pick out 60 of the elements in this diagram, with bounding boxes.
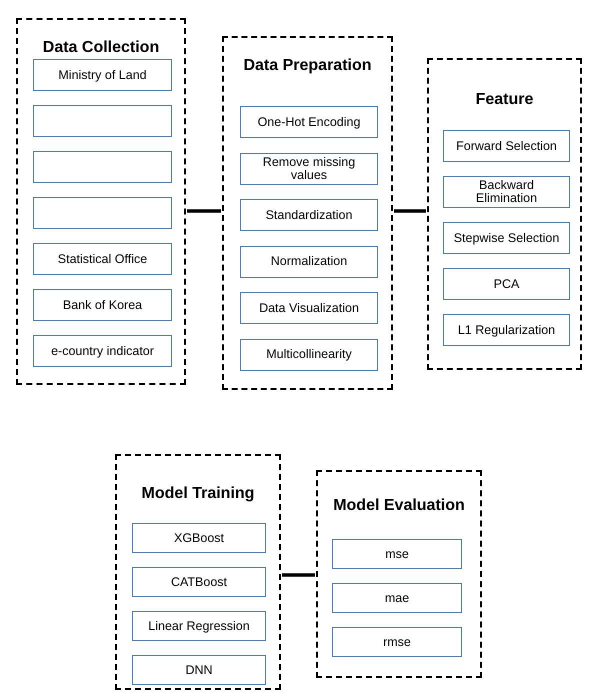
item-box	[132, 523, 266, 553]
item-box	[33, 105, 172, 137]
dashed-group-box	[427, 58, 582, 370]
item-box	[240, 338, 378, 370]
group-title: Feature	[474, 90, 534, 110]
item-box	[332, 627, 462, 657]
item-box	[443, 268, 570, 300]
item-label: Standardization	[266, 208, 352, 222]
item-label: mae	[384, 592, 410, 604]
item-label: Stepwise Selection	[454, 232, 560, 244]
item-box	[33, 197, 172, 229]
item-box	[240, 246, 378, 278]
item-box	[33, 289, 172, 321]
group-title: Data Preparation	[242, 56, 373, 76]
connector-line	[187, 209, 221, 213]
item-box	[443, 176, 570, 208]
item-label: Bank of Korea	[62, 298, 142, 312]
item-box	[132, 611, 266, 641]
item-label: Remove missing values	[262, 156, 356, 182]
item-label: mse	[385, 548, 409, 560]
item-box	[132, 655, 266, 685]
item-box	[33, 243, 172, 275]
item-label: One-Hot Encoding	[258, 116, 360, 128]
item-label: Linear Regression	[148, 620, 250, 632]
item-label: Ministry of Land	[58, 68, 147, 82]
dashed-group-box	[16, 18, 186, 385]
item-box	[443, 130, 570, 162]
item-box	[240, 199, 378, 231]
item-label: Forward Selection	[456, 140, 557, 152]
item-label: L1 Regularization	[458, 324, 556, 336]
connector-line	[394, 209, 426, 213]
item-label: rmse	[383, 636, 411, 648]
group-title: Model Training	[140, 484, 256, 504]
item-label: DNN	[185, 664, 213, 676]
item-label: PCA	[494, 278, 520, 290]
item-box	[332, 583, 462, 613]
item-label: e-country indicator	[51, 344, 154, 358]
item-label: Statistical Office	[58, 252, 148, 266]
item-box	[33, 335, 172, 367]
item-label: Normalization	[270, 255, 348, 268]
group-title: Data Collection	[42, 38, 160, 58]
item-box	[443, 222, 570, 254]
connector-line	[282, 573, 315, 577]
item-label: Backward Elimination	[474, 179, 538, 205]
item-label: XGBoost	[174, 532, 224, 544]
item-box	[240, 152, 378, 184]
item-label: Data Visualization	[259, 302, 359, 314]
item-box	[33, 59, 172, 91]
group-title: Model Evaluation	[332, 496, 466, 516]
dashed-group-box	[316, 470, 482, 678]
dashed-group-box	[115, 454, 281, 690]
dashed-group-box	[222, 36, 393, 390]
item-box	[443, 314, 570, 346]
item-box	[132, 567, 266, 597]
item-label: Multicollinearity	[266, 348, 352, 361]
item-box	[332, 539, 462, 569]
item-box	[240, 292, 378, 324]
item-label: CATBoost	[170, 576, 228, 588]
item-box	[240, 106, 378, 138]
item-box	[33, 151, 172, 183]
